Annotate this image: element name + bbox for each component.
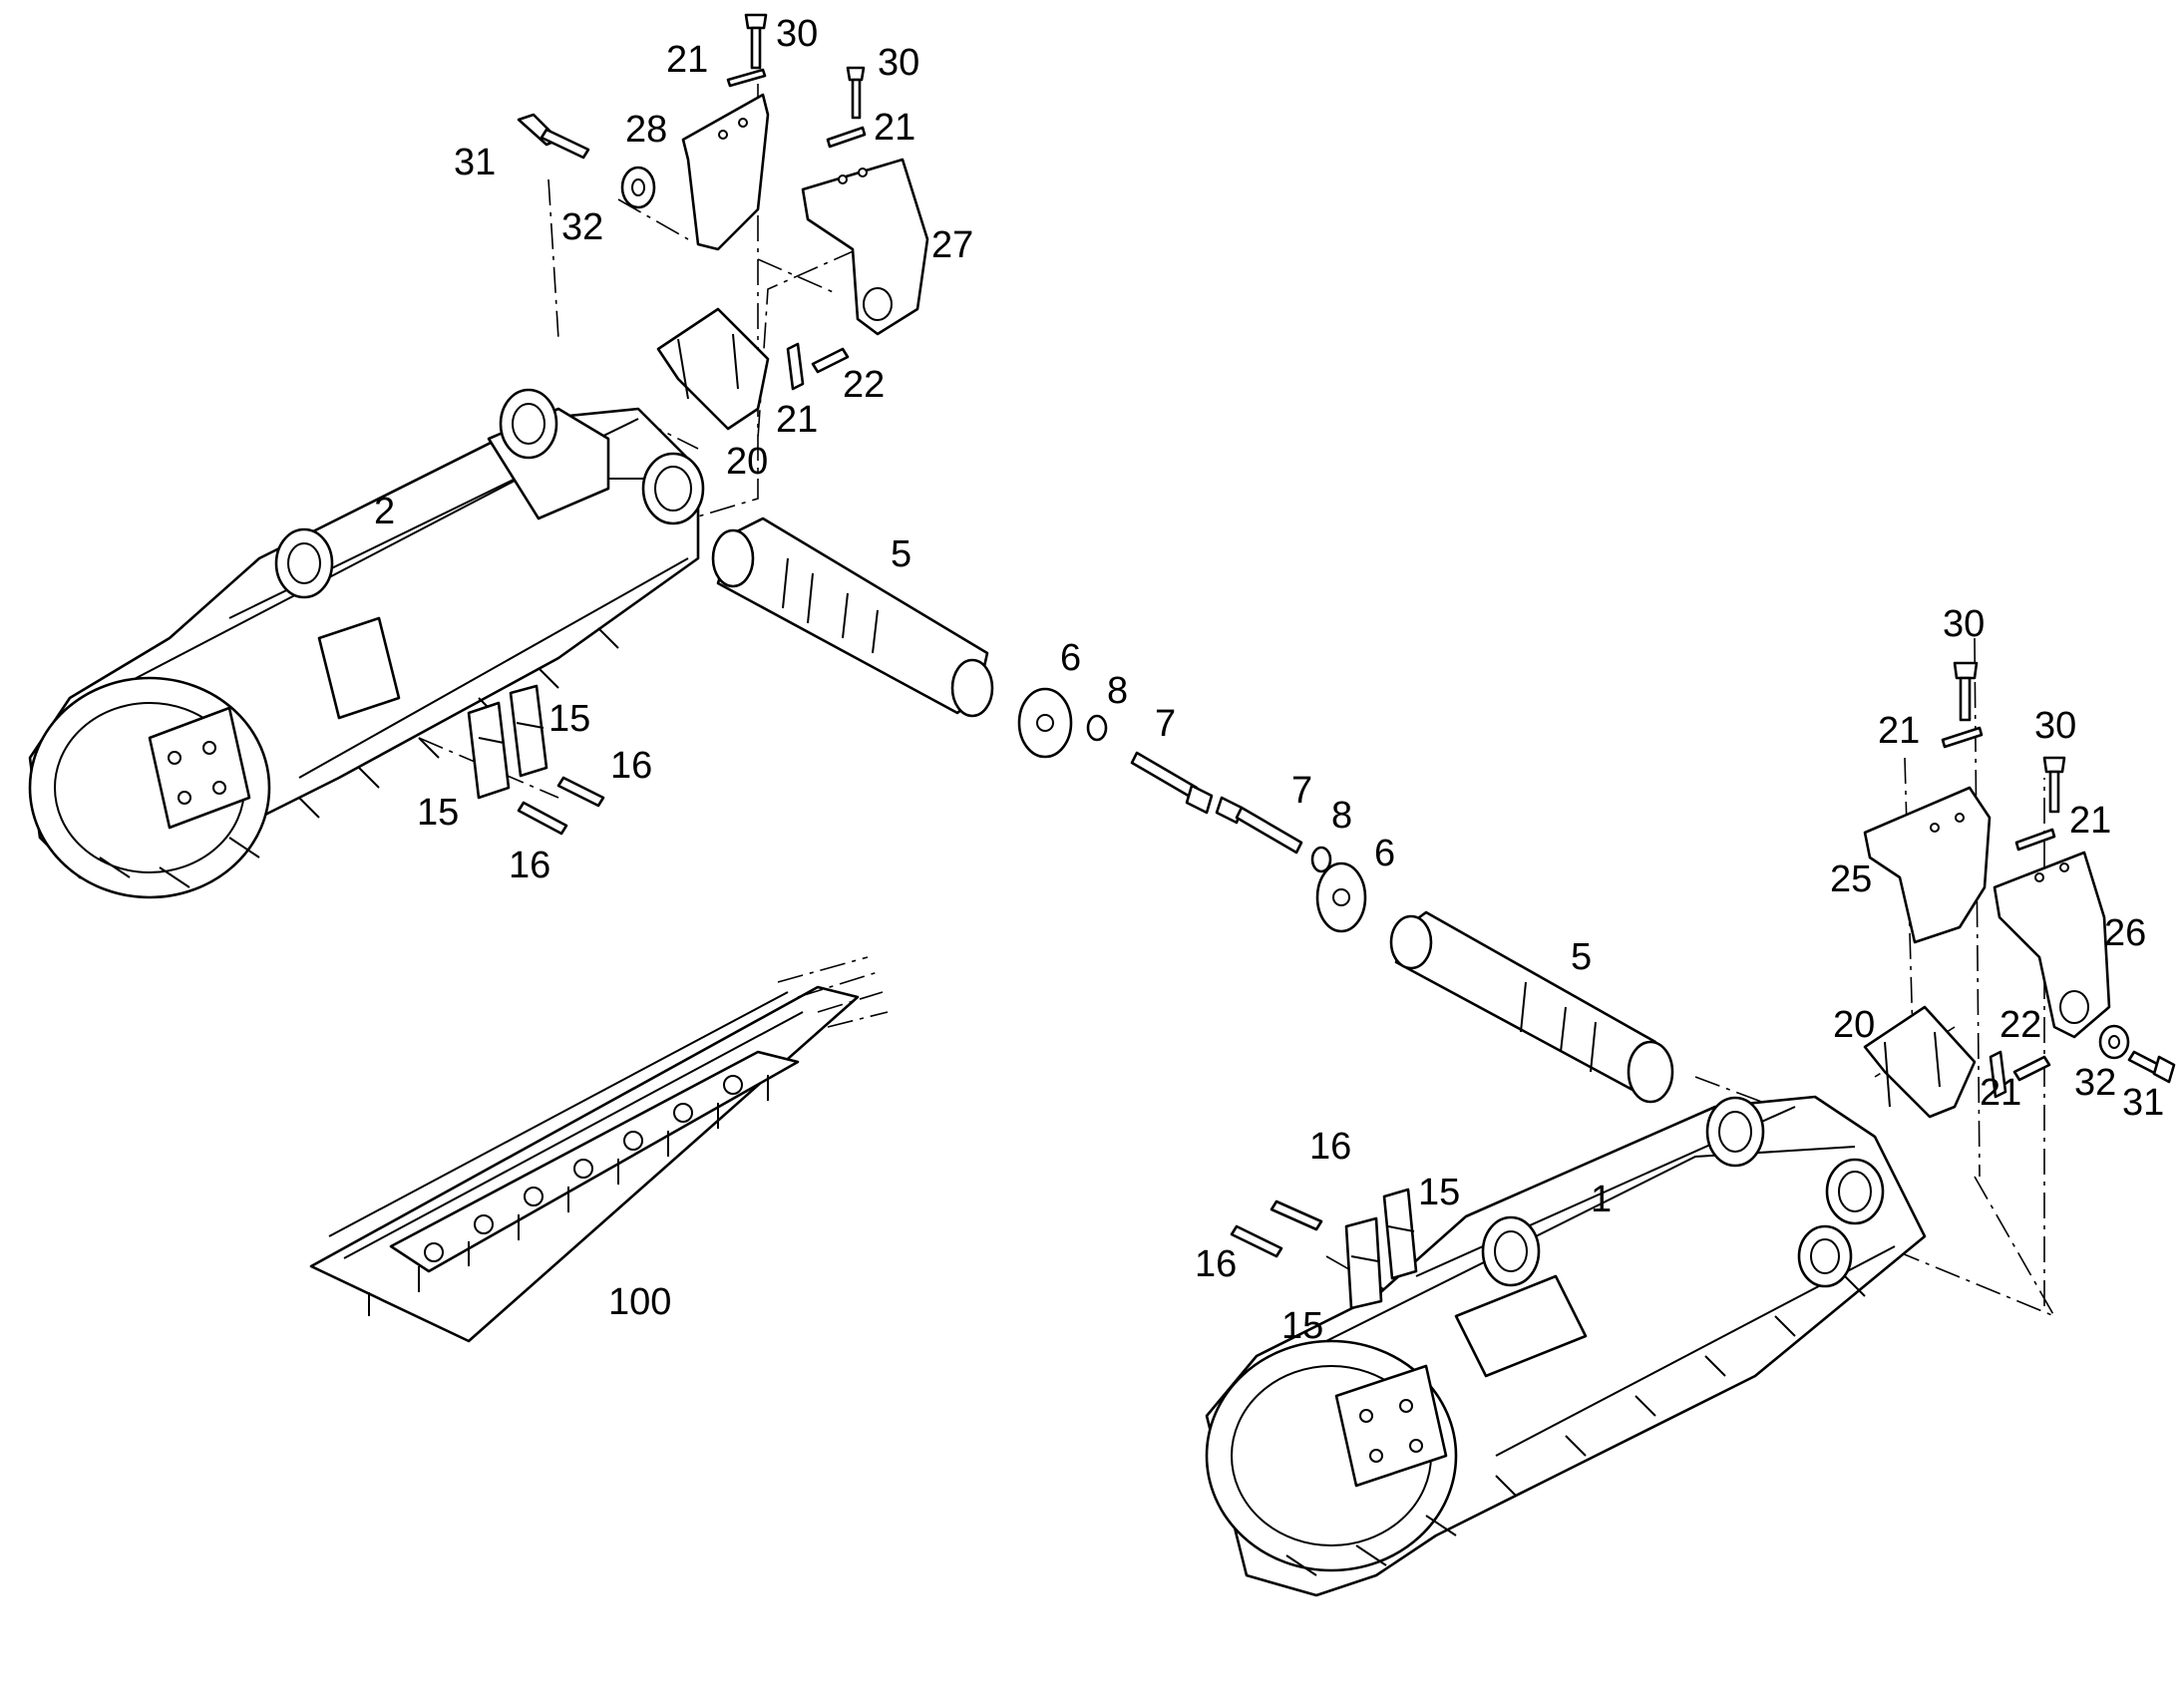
callout-plate-21-e: 21 <box>2069 800 2111 842</box>
axle-upper: 5 <box>711 516 994 718</box>
callout-bracket-27: 27 <box>931 224 973 266</box>
callout-bolt-31-upper: 31 <box>454 142 496 183</box>
callout-clamp-15-a: 15 <box>417 792 459 834</box>
bolt-16-left-b: 16 <box>509 801 568 886</box>
callout-clamp-15-c: 15 <box>1281 1305 1323 1347</box>
washer-upper: 8 <box>1086 670 1128 742</box>
mount-upper: 20 <box>656 307 770 483</box>
callout-washer-lower: 8 <box>1331 795 1352 837</box>
callout-bolt-16-a: 16 <box>610 745 652 787</box>
left-track-frame: 2 <box>28 388 705 899</box>
flange-upper: 6 <box>1017 637 1081 759</box>
bracket-right-right: 26 <box>1993 851 2146 1039</box>
bracket-left-top: 28 <box>625 93 770 251</box>
callout-plate-21-b: 21 <box>874 107 915 149</box>
washer-lower: 8 <box>1310 795 1352 873</box>
bolt-upper: 7 <box>1130 703 1214 815</box>
callout-bracket-26: 26 <box>2104 912 2146 954</box>
bracket-right-left: 25 <box>1830 786 1992 944</box>
callout-bolt-upper: 7 <box>1155 703 1176 745</box>
clamp-15-right-b: 15 <box>1382 1172 1460 1280</box>
callout-right-track-frame: 1 <box>1591 1179 1612 1220</box>
pin-22-upper: 22 <box>811 347 885 406</box>
callout-mount-20-upper: 20 <box>726 441 768 483</box>
washer-32-upper: 32 <box>561 166 656 248</box>
screw-30-d: 30 <box>2034 705 2076 814</box>
callout-washer-32-upper: 32 <box>561 206 603 248</box>
plate-21-lower-top: 21 <box>1878 710 1984 752</box>
callout-bolt-16-b: 16 <box>509 845 550 886</box>
right-track-frame: 1 <box>1205 1095 1927 1597</box>
callout-bolt-lower: 7 <box>1291 770 1312 812</box>
callout-track-chain: 100 <box>608 1281 671 1323</box>
plate-21-upper-mid: 21 <box>776 342 818 441</box>
callout-pin-22-upper: 22 <box>843 364 885 406</box>
clamp-15-right-a: 15 <box>1281 1216 1383 1347</box>
bolt-31-upper: 31 <box>454 113 590 183</box>
pin-22-lower: 22 <box>1999 1004 2051 1082</box>
callout-bolt-16-d: 16 <box>1195 1243 1237 1285</box>
bolt-31-lower: 31 <box>2122 1050 2176 1124</box>
bolt-lower: 7 <box>1215 770 1312 854</box>
mount-lower: 20 <box>1833 1004 1977 1119</box>
callout-screw-30-b: 30 <box>878 42 919 84</box>
screw-30-a: 30 <box>744 13 818 70</box>
plate-21-upper-right: 21 <box>826 107 915 149</box>
plate-21-lower-mid: 21 <box>1980 1050 2021 1114</box>
washer-32-lower: 32 <box>2074 1024 2130 1104</box>
callout-bolt-31-lower: 31 <box>2122 1082 2164 1124</box>
bolt-16-right-b: 16 <box>1195 1224 1283 1285</box>
callout-pin-22-lower: 22 <box>1999 1004 2041 1046</box>
callout-bracket-25: 25 <box>1830 858 1872 900</box>
clamp-15-left-a: 15 <box>417 701 511 834</box>
callout-plate-21-a: 21 <box>666 39 708 81</box>
callout-plate-21-f: 21 <box>1980 1072 2021 1114</box>
callout-plate-21-c: 21 <box>776 399 818 441</box>
screw-30-b: 30 <box>846 42 919 120</box>
plate-21-upper-left: 21 <box>666 39 767 88</box>
callout-mount-20-lower: 20 <box>1833 1004 1875 1046</box>
callout-screw-30-c: 30 <box>1943 603 1985 645</box>
bolt-16-right-a: 16 <box>1270 1126 1351 1231</box>
callout-axle-upper: 5 <box>891 533 911 575</box>
flange-lower: 6 <box>1315 833 1395 933</box>
callout-screw-30-a: 30 <box>776 13 818 55</box>
callout-bracket-28: 28 <box>625 109 667 151</box>
axle-lower: 5 <box>1389 910 1674 1104</box>
callout-axle-lower: 5 <box>1571 936 1592 978</box>
clamp-15-left-b: 15 <box>509 684 590 778</box>
callout-bolt-16-c: 16 <box>1309 1126 1351 1168</box>
callout-clamp-15-b: 15 <box>548 698 590 740</box>
callout-screw-30-d: 30 <box>2034 705 2076 747</box>
track-chain: 100 <box>309 956 889 1343</box>
bolt-16-left-a: 16 <box>556 745 652 808</box>
callout-left-track-frame: 2 <box>374 491 395 532</box>
screw-30-c: 30 <box>1943 603 1985 722</box>
bracket-left-right: 27 <box>801 158 973 336</box>
plate-21-lower-right: 21 <box>2014 800 2111 852</box>
callout-clamp-15-d: 15 <box>1418 1172 1460 1213</box>
callout-plate-21-d: 21 <box>1878 710 1920 752</box>
callout-flange-upper: 6 <box>1060 637 1081 679</box>
callout-washer-upper: 8 <box>1107 670 1128 712</box>
callout-washer-32-lower: 32 <box>2074 1062 2116 1104</box>
callout-flange-lower: 6 <box>1374 833 1395 874</box>
